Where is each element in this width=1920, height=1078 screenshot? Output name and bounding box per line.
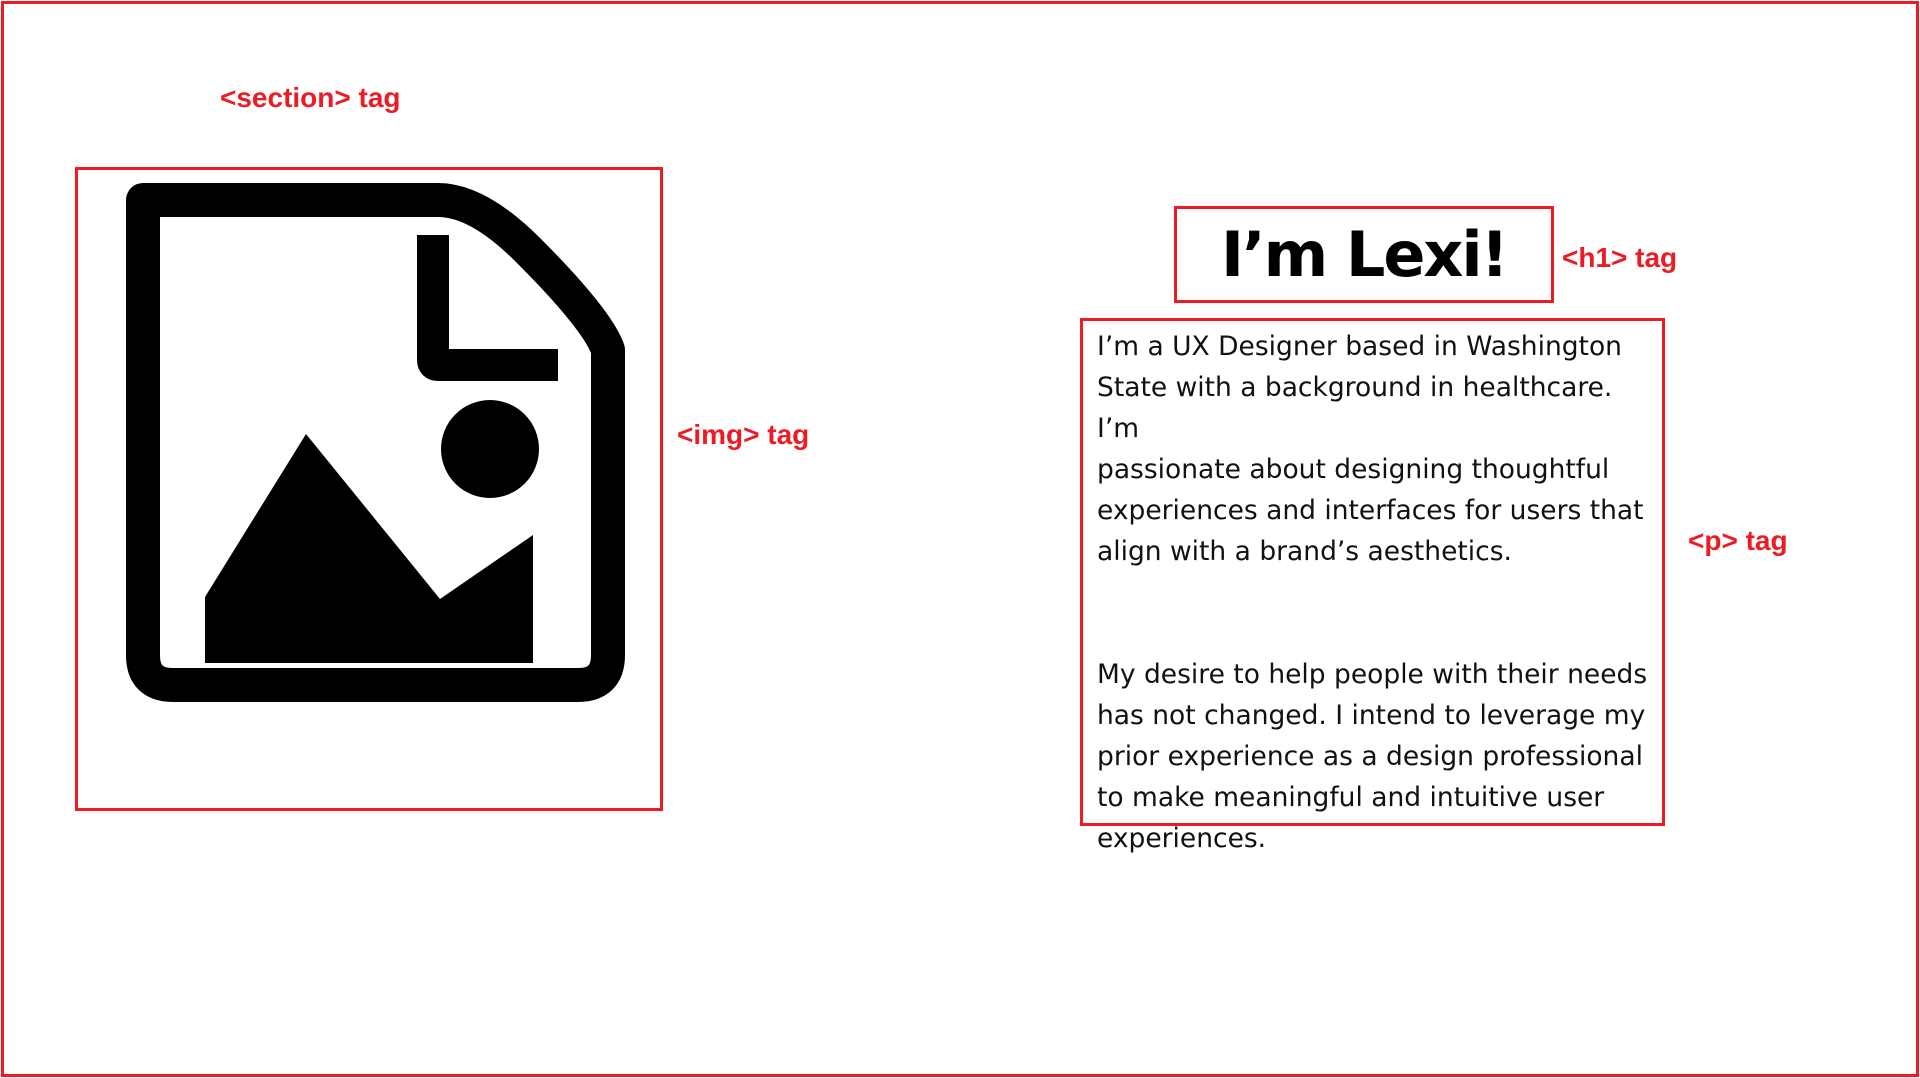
paragraph-2-line: My desire to help people with their need… (1097, 659, 1648, 690)
p-outline: I’m a UX Designer based in Washington St… (1080, 318, 1665, 854)
second-paragraph: My desire to help people with their need… (1097, 654, 1654, 859)
image-file-icon (126, 183, 625, 702)
paragraph-gap (1097, 572, 1654, 654)
paragraph-1-line: State with a background in healthcare. I… (1097, 372, 1613, 444)
paragraph-1-line: align with a brand’s aesthetics. (1097, 536, 1512, 567)
p-tag-label: <p> tag (1688, 525, 1788, 556)
intro-paragraph: I’m a UX Designer based in Washington St… (1097, 326, 1654, 572)
paragraph-1-line: passionate about designing thoughtful (1097, 454, 1610, 485)
h1-tag-label: <h1> tag (1562, 242, 1678, 273)
paragraph-1-line: experiences and interfaces for users tha… (1097, 495, 1644, 526)
page-heading: I’m Lexi! (1221, 217, 1509, 291)
paragraph-2-line: has not changed. I intend to leverage my (1097, 700, 1646, 731)
paragraph-2-line: prior experience as a design professiona… (1097, 741, 1643, 772)
img-tag-label: <img> tag (677, 419, 810, 450)
section-tag-label: <section> tag (220, 82, 401, 113)
img-outline (75, 167, 663, 811)
paragraph-1-line: I’m a UX Designer based in Washington (1097, 331, 1622, 362)
paragraph-2-line: experiences. (1097, 823, 1267, 854)
h1-outline: I’m Lexi! (1174, 206, 1554, 303)
paragraph-2-line: to make meaningful and intuitive user (1097, 782, 1605, 813)
